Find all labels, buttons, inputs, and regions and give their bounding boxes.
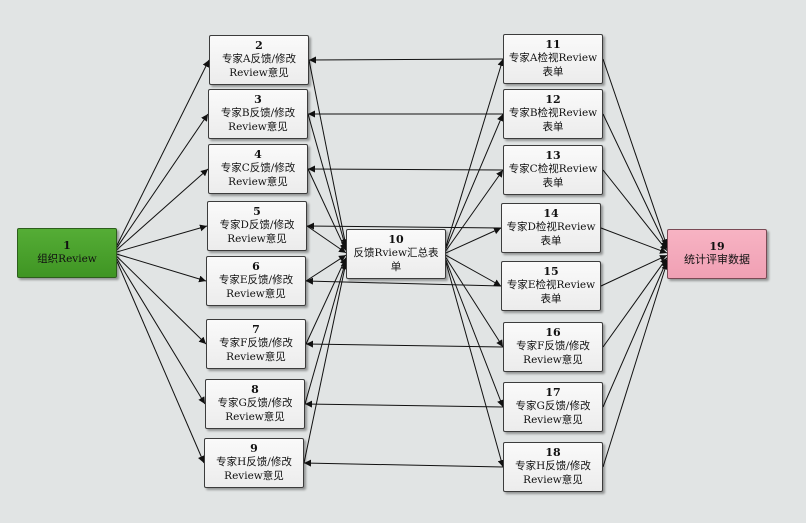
edge-14-to-19 (600, 227, 668, 254)
edge-15-to-6 (305, 277, 502, 287)
node-label: 专家C检视Review 表单 (508, 163, 598, 189)
node-label: 反馈Rview汇总表 单 (353, 247, 439, 273)
edge-16-to-19 (602, 257, 668, 348)
node-8-expert-g-feedback[interactable]: 8 专家G反馈/修改 Review意见 (205, 379, 305, 429)
node-number: 5 (253, 205, 261, 218)
node-number: 9 (250, 442, 258, 455)
edge-1-to-8 (116, 258, 206, 405)
node-number: 18 (545, 446, 561, 459)
node-label: 专家G反馈/修改 Review意见 (515, 400, 591, 426)
node-13-expert-c-inspect[interactable]: 13 专家C检视Review 表单 (503, 145, 603, 195)
edge-1-to-2 (116, 59, 210, 246)
node-number: 2 (255, 39, 263, 52)
node-label: 专家D检视Review 表单 (506, 221, 596, 247)
edge-18-to-9 (303, 459, 504, 468)
edge-9-to-10 (303, 262, 348, 464)
node-label: 专家C反馈/修改 Review意见 (220, 162, 296, 188)
node-number: 8 (251, 383, 259, 396)
node-number: 3 (254, 93, 262, 106)
node-number: 19 (709, 240, 725, 253)
edge-1-to-4 (116, 168, 209, 251)
node-number: 6 (252, 260, 260, 273)
edge-1-to-6 (116, 253, 207, 283)
node-label: 组织Review (37, 253, 97, 265)
node-11-expert-a-inspect[interactable]: 11 专家A检视Review 表单 (503, 34, 603, 84)
node-16-expert-f-feedback[interactable]: 16 专家F反馈/修改 Review意见 (503, 322, 603, 372)
node-10-feedback-summary[interactable]: 10 反馈Rview汇总表 单 (346, 229, 446, 279)
edge-17-to-8 (304, 400, 504, 408)
node-label: 专家F反馈/修改 Review意见 (219, 337, 293, 363)
edge-10-to-16 (445, 257, 504, 348)
edge-5-to-10 (306, 225, 347, 254)
edge-13-to-4 (307, 165, 504, 173)
edge-15-to-19 (600, 254, 668, 287)
node-15-expert-e-inspect[interactable]: 15 专家E检视Review 表单 (501, 261, 601, 311)
node-5-expert-d-feedback[interactable]: 5 专家D反馈/修改 Review意见 (207, 201, 307, 251)
node-19-statistics[interactable]: 19 统计评审数据 (667, 229, 767, 279)
edge-6-to-10 (305, 254, 347, 282)
node-label: 专家H反馈/修改 Review意见 (216, 456, 292, 482)
node-label: 专家H反馈/修改 Review意见 (515, 460, 591, 486)
edge-18-to-19 (602, 262, 669, 468)
node-18-expert-h-feedback[interactable]: 18 专家H反馈/修改 Review意见 (503, 442, 603, 492)
node-number: 10 (388, 233, 404, 246)
node-label: 专家B反馈/修改 Review意见 (220, 107, 296, 133)
node-number: 1 (63, 239, 71, 252)
node-12-expert-b-inspect[interactable]: 12 专家B检视Review 表单 (503, 89, 603, 139)
node-6-expert-e-feedback[interactable]: 6 专家E反馈/修改 Review意见 (206, 256, 306, 306)
node-17-expert-g-feedback[interactable]: 17 专家G反馈/修改 Review意见 (503, 382, 603, 432)
node-label: 专家B检视Review 表单 (508, 107, 598, 133)
edge-10-to-12 (445, 113, 504, 249)
edge-1-to-5 (116, 224, 208, 253)
node-4-expert-c-feedback[interactable]: 4 专家C反馈/修改 Review意见 (208, 144, 308, 194)
edge-1-to-9 (116, 261, 205, 464)
node-number: 7 (252, 323, 260, 336)
node-14-expert-d-inspect[interactable]: 14 专家D检视Review 表单 (501, 203, 601, 253)
edge-14-to-5 (306, 222, 502, 230)
node-7-expert-f-feedback[interactable]: 7 专家F反馈/修改 Review意见 (206, 319, 306, 369)
edge-13-to-19 (602, 169, 668, 251)
node-number: 17 (545, 386, 561, 399)
node-number: 15 (543, 265, 559, 278)
node-number: 11 (545, 38, 561, 51)
node-number: 4 (254, 148, 262, 161)
edge-17-to-19 (602, 259, 668, 408)
edge-11-to-19 (602, 58, 669, 247)
edge-1-to-3 (116, 113, 209, 248)
edge-1-to-7 (116, 256, 207, 345)
edge-2-to-10 (308, 59, 349, 247)
node-9-expert-h-feedback[interactable]: 9 专家H反馈/修改 Review意见 (204, 438, 304, 488)
node-label: 专家D反馈/修改 Review意见 (219, 219, 295, 245)
node-label: 专家E检视Review 表单 (506, 279, 596, 305)
edge-8-to-10 (304, 259, 348, 405)
edge-4-to-10 (307, 168, 347, 251)
edge-7-to-10 (305, 257, 347, 345)
edge-10-to-11 (445, 58, 505, 247)
node-label: 专家A反馈/修改 Review意见 (221, 53, 297, 79)
edge-10-to-15 (445, 254, 502, 287)
node-number: 13 (545, 149, 561, 162)
node-3-expert-b-feedback[interactable]: 3 专家B反馈/修改 Review意见 (208, 89, 308, 139)
node-number: 14 (543, 207, 559, 220)
node-label: 统计评审数据 (684, 253, 750, 266)
node-label: 专家F反馈/修改 Review意见 (516, 340, 590, 366)
node-number: 16 (545, 326, 561, 339)
edge-11-to-2 (308, 56, 504, 64)
edge-10-to-14 (445, 227, 502, 254)
edge-12-to-19 (602, 113, 668, 249)
node-1-organize-review[interactable]: 1 组织Review (17, 228, 117, 278)
node-2-expert-a-feedback[interactable]: 2 专家A反馈/修改 Review意见 (209, 35, 309, 85)
edge-10-to-18 (445, 262, 505, 468)
node-label: 专家G反馈/修改 Review意见 (217, 397, 293, 423)
edge-10-to-13 (445, 169, 504, 251)
node-number: 12 (545, 93, 561, 106)
edge-16-to-7 (305, 340, 504, 348)
node-label: 专家E反馈/修改 Review意见 (218, 274, 294, 300)
node-label: 专家A检视Review 表单 (508, 52, 598, 78)
